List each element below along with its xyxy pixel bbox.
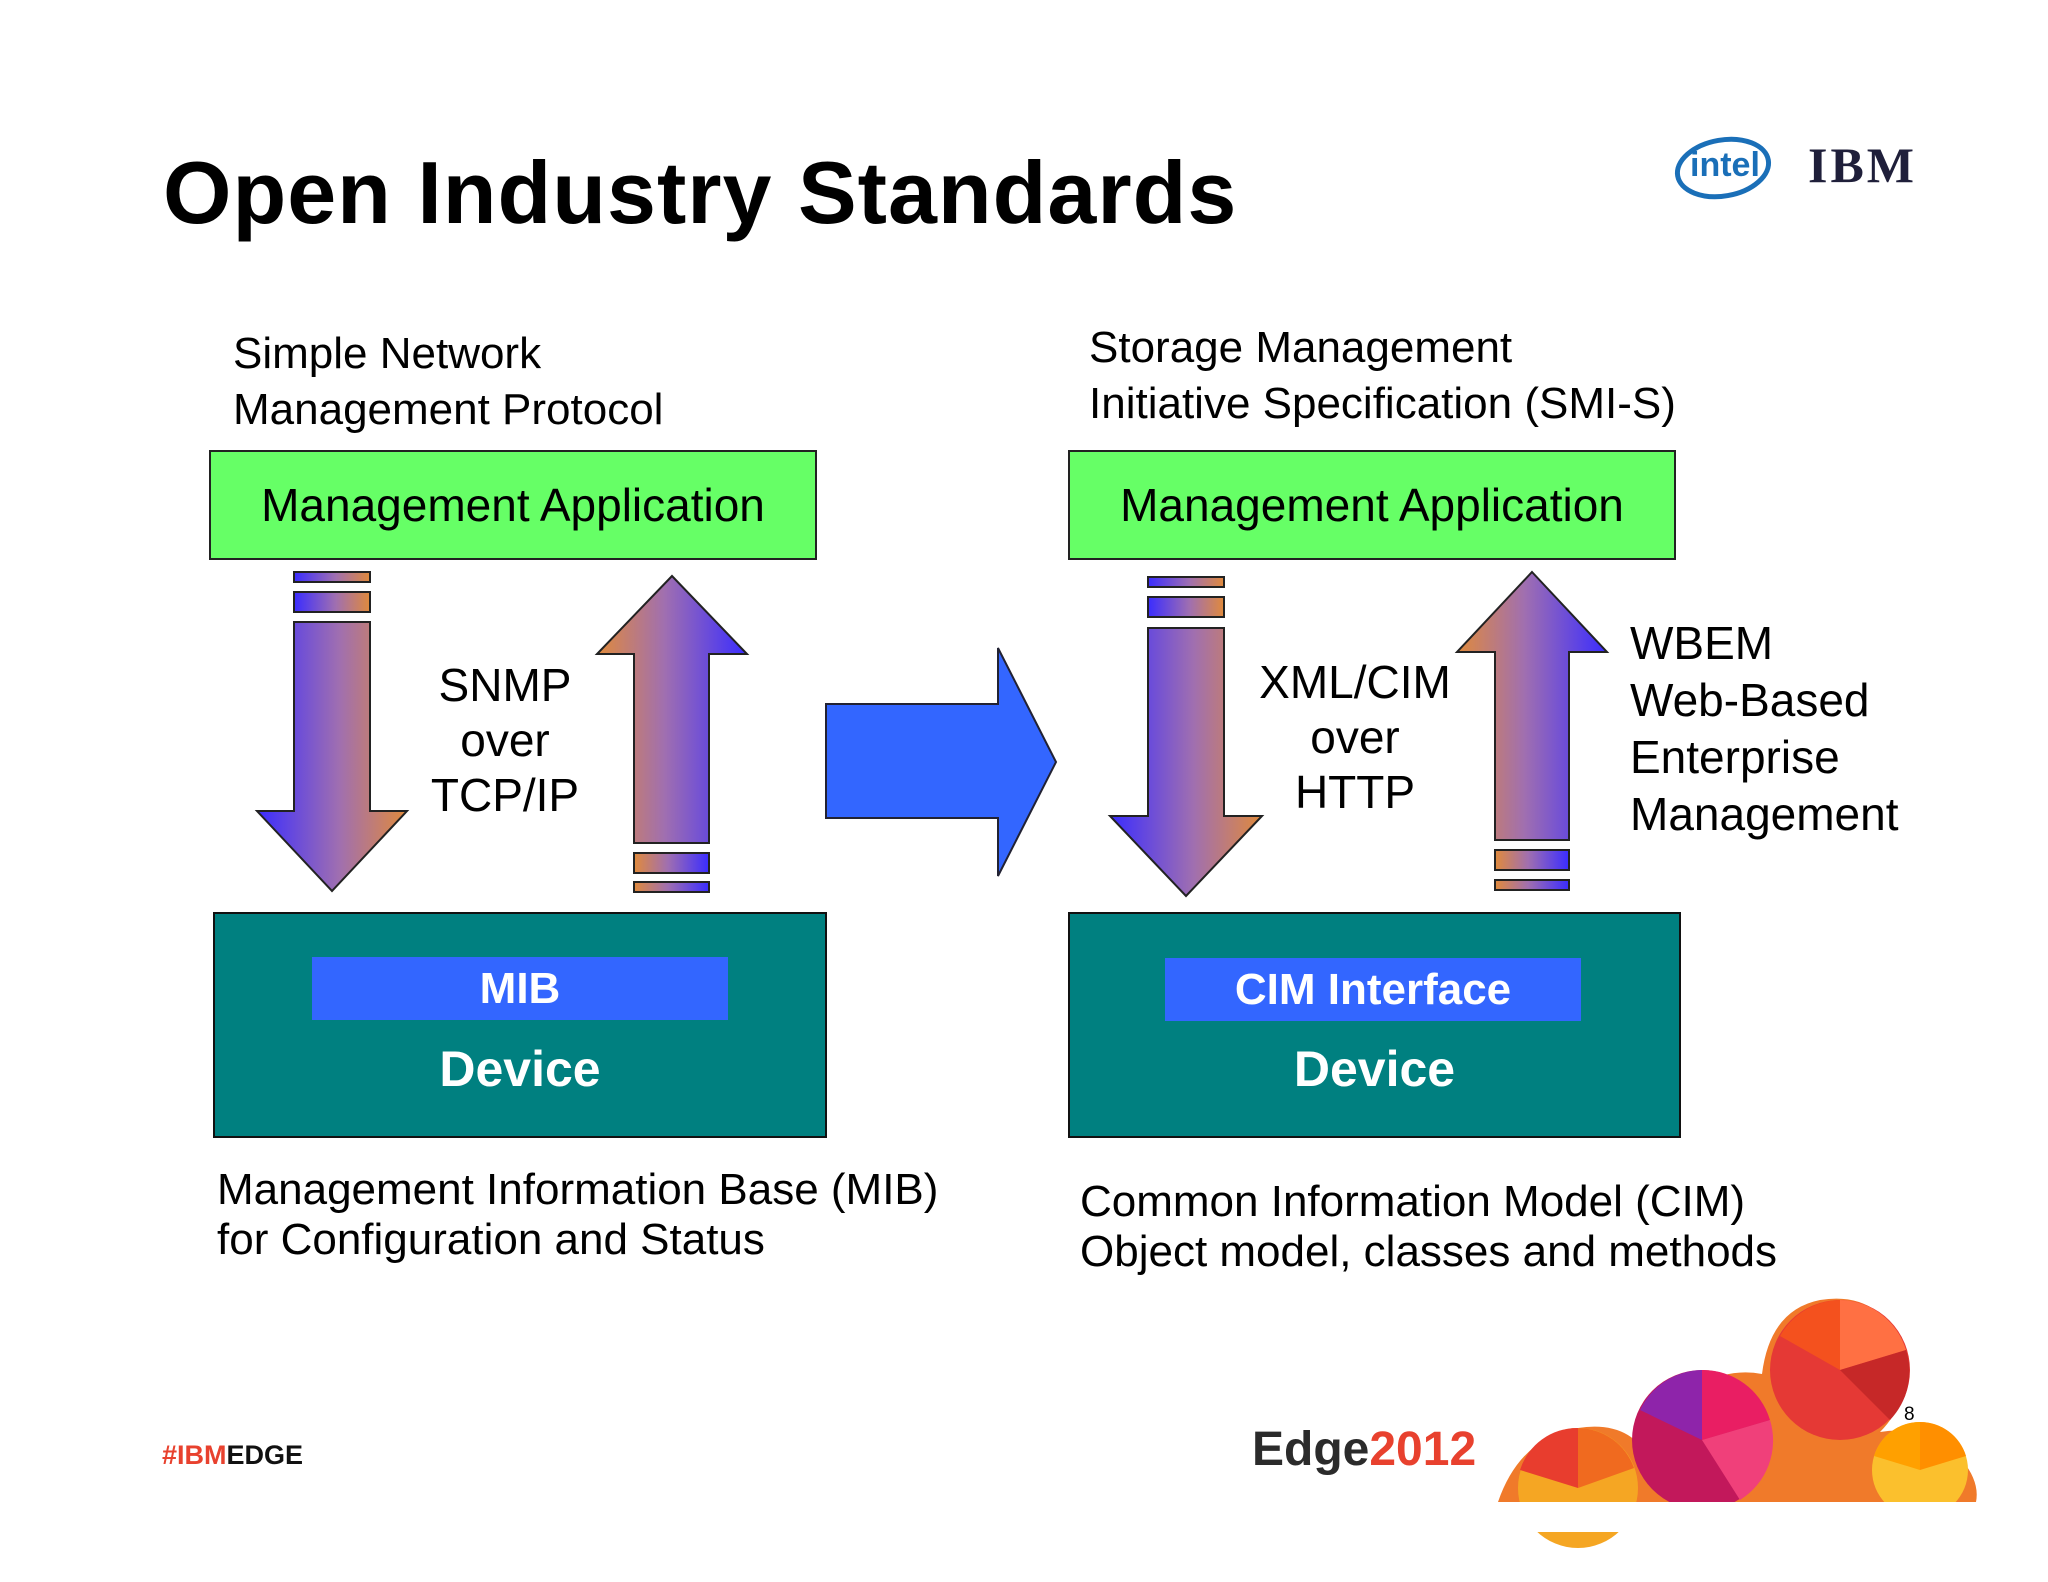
left-device-label: Device [439, 1041, 601, 1097]
left-protocol-line3: TCP/IP [430, 769, 580, 821]
edge-logo-year: 2012 [1369, 1423, 1477, 1476]
left-caption-line2: Management Protocol [233, 385, 664, 434]
left-up-arrow-icon [594, 574, 750, 893]
left-protocol-line1: SNMP [438, 659, 572, 711]
left-protocol-line2: over [460, 714, 550, 766]
right-device-box [1068, 912, 1681, 1138]
right-protocol-line3: HTTP [1294, 766, 1416, 818]
wbem-line2: Web-Based [1630, 674, 1870, 726]
intel-logo-icon [1674, 136, 1772, 200]
wbem-line1: WBEM [1630, 617, 1774, 669]
mib-bar: MIB [312, 957, 728, 1020]
right-protocol-line2: over [1310, 711, 1400, 763]
right-caption-line1: Storage Management [1089, 323, 1513, 372]
wbem-line4: Management [1630, 788, 1899, 840]
left-device-box [213, 912, 827, 1138]
right-management-application-box: Management Application [1068, 450, 1676, 560]
big-right-arrow-icon [825, 647, 1058, 877]
left-down-arrow-icon [254, 571, 410, 893]
right-caption-line2: Initiative Specification (SMI-S) [1089, 379, 1676, 428]
intel-logo-text: intel [1690, 146, 1760, 184]
cim-interface-bar: CIM Interface [1165, 958, 1581, 1021]
right-protocol-line1: XML/CIM [1259, 656, 1451, 708]
footer-hashtag-suffix: EDGE [226, 1440, 304, 1470]
right-bottom-line2: Object model, classes and methods [1080, 1227, 1778, 1276]
left-bottom-line1: Management Information Base (MIB) [217, 1165, 939, 1214]
page-number: 8 [1904, 1404, 1915, 1425]
right-device-label: Device [1293, 1041, 1456, 1097]
edge-cloud-graphic-icon [1490, 1298, 1990, 1548]
left-bottom-line2: for Configuration and Status [217, 1215, 765, 1264]
wbem-line3: Enterprise [1630, 731, 1840, 783]
slide-title: Open Industry Standards [163, 143, 1238, 242]
right-bottom-line1: Common Information Model (CIM) [1080, 1177, 1746, 1226]
left-caption-line1: Simple Network [233, 329, 542, 378]
edge-2012-logo: Edge2012 [1252, 1422, 1476, 1477]
footer-hashtag: #IBMEDGE [162, 1440, 303, 1471]
footer-hashtag-prefix: #IBM [162, 1440, 227, 1470]
ibm-logo-text: IBM [1808, 137, 1917, 193]
left-management-application-box: Management Application [209, 450, 817, 560]
right-down-arrow-icon [1107, 576, 1265, 898]
edge-logo-word: Edge [1252, 1423, 1370, 1476]
right-up-arrow-icon [1454, 570, 1610, 891]
